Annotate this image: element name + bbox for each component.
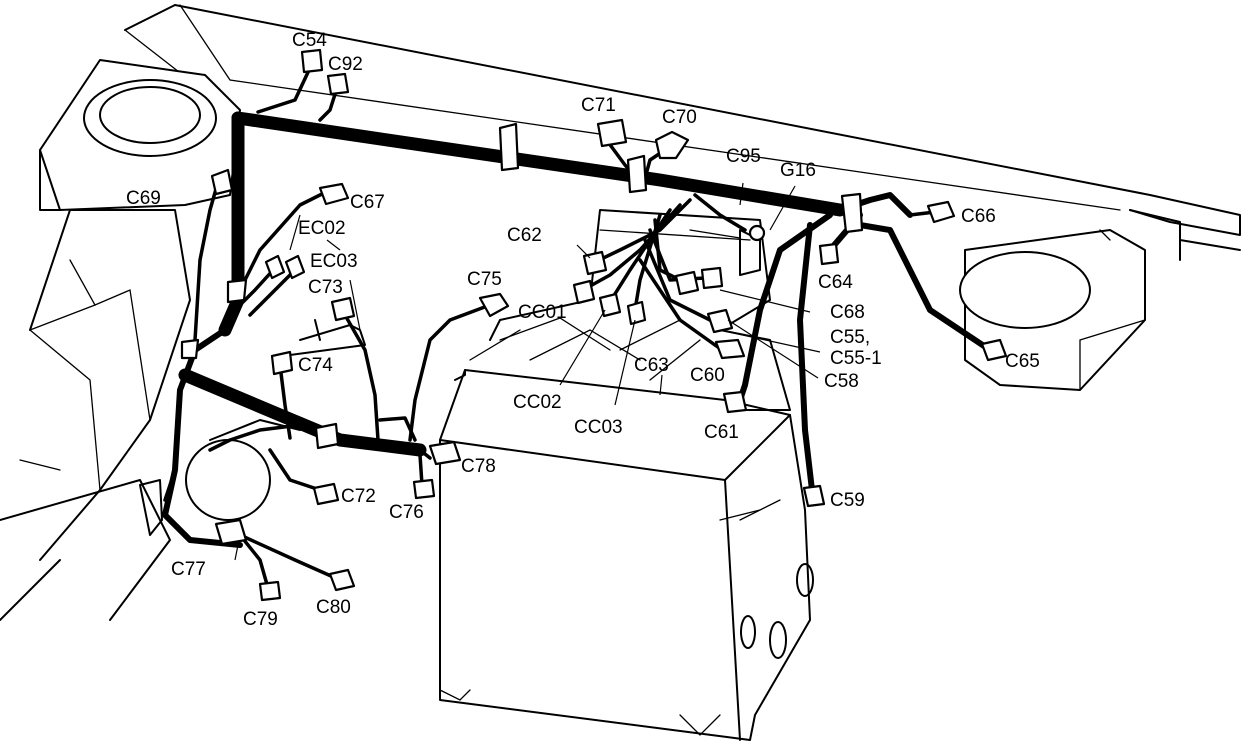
connector-c54 <box>300 48 324 74</box>
connector-c75 <box>478 292 510 318</box>
label-c74: C74 <box>298 355 333 376</box>
label-c78: C78 <box>461 456 496 477</box>
connector-c64 <box>818 242 840 266</box>
label-c92: C92 <box>328 54 363 75</box>
engine-block <box>439 369 811 741</box>
label-ec02: EC02 <box>298 218 346 239</box>
label-c79: C79 <box>243 609 278 630</box>
label-c59: C59 <box>830 490 865 511</box>
leader-lines <box>234 182 821 561</box>
label-c54: C54 <box>292 30 327 51</box>
label-c95: C95 <box>726 146 761 167</box>
connector-c74 <box>270 350 294 376</box>
intake-manifold <box>489 209 791 411</box>
label-c62: C62 <box>507 225 542 246</box>
label-c71: C71 <box>581 95 616 116</box>
label-c55-1: C55-1 <box>830 348 882 369</box>
label-c60: C60 <box>690 365 725 386</box>
connector-c69 <box>210 168 234 196</box>
label-c64: C64 <box>818 272 853 293</box>
connector-c65 <box>980 338 1008 362</box>
connector-c92 <box>326 72 350 96</box>
label-c58: C58 <box>824 371 859 392</box>
label-c67: C67 <box>350 192 385 213</box>
connector-c70 <box>654 130 690 160</box>
connector-ec03 <box>284 254 306 280</box>
connector-c59 <box>802 484 826 508</box>
connector-c67 <box>318 182 350 206</box>
label-cc01: CC01 <box>518 302 567 323</box>
left-motor <box>185 439 271 521</box>
label-cc03: CC03 <box>574 417 623 438</box>
connector-c68 <box>674 270 700 296</box>
ground-g16 <box>748 224 766 242</box>
bracket-center <box>626 154 648 194</box>
connector-c68b <box>700 266 724 290</box>
label-c70: C70 <box>662 107 697 128</box>
clip-left <box>226 278 248 304</box>
connector-c80 <box>328 568 356 592</box>
label-c66: C66 <box>961 206 996 227</box>
label-c75: C75 <box>467 269 502 290</box>
label-c55: C55, <box>830 327 870 348</box>
connector-ec02 <box>264 254 286 280</box>
label-c61: C61 <box>704 422 739 443</box>
connector-c76 <box>412 478 436 500</box>
labels: C54 C92 C71 C70 C95 G16 C66 C69 C67 EC02… <box>126 30 1040 630</box>
label-ec03: EC03 <box>310 251 358 272</box>
clip-mid <box>314 422 340 450</box>
label-g16: G16 <box>780 160 816 181</box>
label-c72: C72 <box>341 486 376 507</box>
connector-c71 <box>596 118 628 148</box>
label-c77: C77 <box>171 559 206 580</box>
label-c65: C65 <box>1005 351 1040 372</box>
connectors <box>180 48 1008 602</box>
connector-c73 <box>330 296 356 322</box>
connector-cc03 <box>626 300 647 326</box>
bracket-left <box>498 122 520 172</box>
label-c73: C73 <box>308 277 343 298</box>
connector-c61 <box>722 390 748 414</box>
connector-c60 <box>714 338 746 360</box>
label-cc02: CC02 <box>513 392 562 413</box>
connector-c79 <box>258 580 282 602</box>
connector-c72 <box>312 482 340 506</box>
connector-cc01a <box>572 279 596 305</box>
clip-left-2 <box>180 338 200 360</box>
label-c76: C76 <box>389 502 424 523</box>
firewall-panel <box>124 4 1241 236</box>
connector-c77 <box>214 518 248 546</box>
label-c69: C69 <box>126 188 161 209</box>
bracket-right <box>840 192 864 234</box>
connector-c78 <box>428 440 462 466</box>
label-c63: C63 <box>634 355 669 376</box>
label-c68: C68 <box>830 302 865 323</box>
vehicle-body <box>0 4 1241 741</box>
connector-c66 <box>926 200 956 224</box>
label-c80: C80 <box>316 597 351 618</box>
connector-c55 <box>706 308 734 334</box>
